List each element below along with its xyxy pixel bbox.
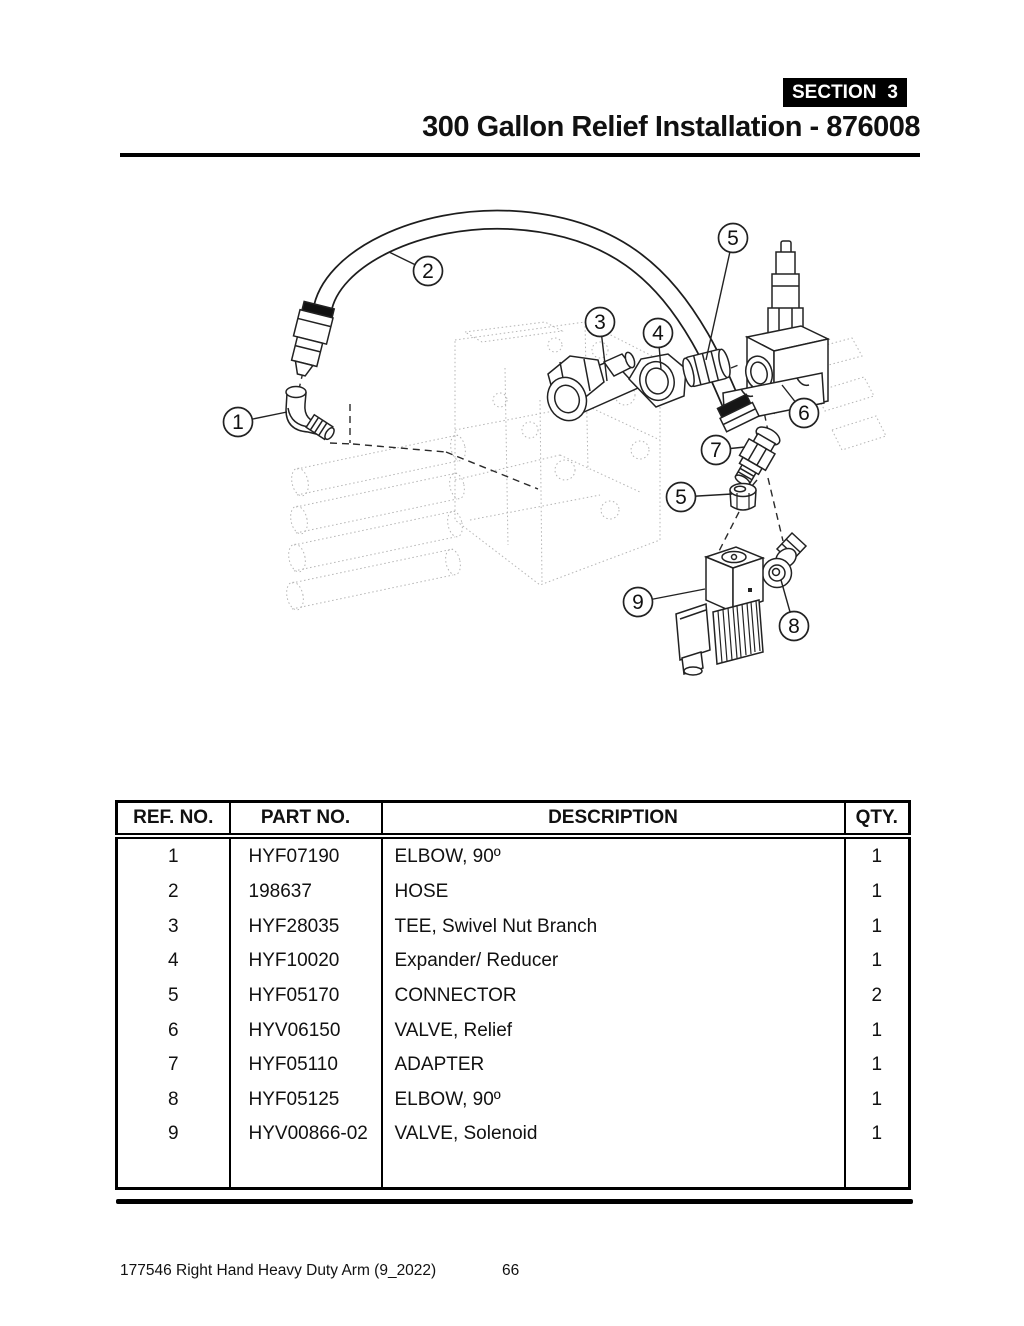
table-cell: 1	[843, 944, 910, 979]
footer-page-number: 66	[502, 1262, 520, 1279]
table-cell: 5	[167, 985, 179, 1006]
table-cell: 8	[167, 1088, 179, 1110]
table-cell: HYF28035	[228, 909, 382, 945]
callout-2: 2	[388, 251, 444, 287]
svg-text:5: 5	[675, 486, 687, 509]
table-cell: 1	[843, 1013, 910, 1048]
footer-document-id: 177546 Right Hand Heavy Duty Arm (9_2022…	[120, 1262, 437, 1279]
header-part-no: PART NO.	[228, 801, 382, 839]
footer-rule	[116, 1199, 913, 1204]
table-header-row: REF. NO. PART NO. DESCRIPTION QTY.	[116, 801, 910, 839]
table-cell: Expander/ Reducer	[380, 944, 845, 979]
hose-fitting-left-drawing	[290, 300, 336, 377]
header-ref-no: REF. NO.	[116, 801, 230, 839]
svg-text:8: 8	[788, 615, 800, 638]
table-cell: ELBOW, 90º	[380, 1082, 845, 1118]
table-cell: 6	[167, 1019, 179, 1041]
table-cell: VALVE, Solenoid	[380, 1117, 845, 1152]
section-badge-label: SECTION	[792, 81, 877, 103]
svg-text:7: 7	[710, 439, 722, 462]
callouts: 1 2 3 4 5 6 7 5 9 8	[222, 222, 820, 642]
header-rule	[120, 153, 920, 157]
table-cell: 1	[843, 909, 910, 945]
table-cell: 1	[843, 1082, 910, 1118]
relief-valve-drawing	[722, 240, 831, 424]
table-cell: ELBOW, 90º	[380, 836, 845, 875]
adapter-drawing	[734, 426, 781, 486]
svg-text:5: 5	[727, 227, 739, 250]
table-filler-row	[117, 1151, 910, 1189]
table-cell: 4	[167, 950, 179, 972]
header-description: DESCRIPTION	[380, 801, 845, 839]
callout-5: 5	[705, 222, 749, 361]
hose-fitting-right-drawing	[716, 393, 761, 433]
callout-1: 1	[222, 406, 288, 438]
table-cell: 2	[843, 978, 910, 1014]
table-cell	[843, 1151, 910, 1189]
table-cell: HYV00866-02	[228, 1117, 382, 1152]
connector-drawing	[682, 348, 731, 388]
section-badge: SECTION 3	[783, 78, 907, 107]
callout-9: 9	[622, 586, 706, 618]
table-cell: TEE, Swivel Nut Branch	[380, 909, 845, 945]
elbow8-drawing	[761, 531, 808, 589]
page-title: 300 Gallon Relief Installation - 876008	[422, 111, 920, 143]
callout-7: 7	[700, 434, 746, 466]
table-cell: HYF10020	[228, 944, 382, 979]
callout-8: 8	[778, 579, 810, 642]
table-cell: 198637	[228, 874, 382, 910]
callout-5: 5	[665, 481, 733, 513]
svg-text:1: 1	[232, 411, 244, 434]
table-cell: HYF05125	[228, 1082, 382, 1118]
solenoid-valve-drawing	[675, 546, 766, 676]
table-cell: 1	[843, 1047, 910, 1083]
table-cell: HYF07190	[228, 836, 382, 875]
table-cell	[117, 1152, 230, 1189]
svg-text:9: 9	[632, 591, 644, 614]
exploded-parts-diagram: 1 2 3 4 5 6 7 5 9 8	[222, 209, 887, 676]
svg-text:6: 6	[798, 402, 810, 425]
tee-drawing	[546, 351, 640, 422]
table-cell: HYV06150	[228, 1013, 382, 1048]
table-cell: 1	[843, 836, 910, 875]
table-cell: HYF05170	[228, 978, 382, 1014]
table-cell: 7	[167, 1054, 179, 1076]
table-cell: ADAPTER	[380, 1047, 845, 1083]
table-cell: 2	[167, 881, 179, 903]
section-badge-number: 3	[887, 81, 898, 103]
header-qty: QTY.	[843, 801, 910, 839]
table-cell: HOSE	[380, 874, 845, 910]
expander-reducer-drawing	[628, 353, 687, 408]
table-cell: 1	[843, 1117, 910, 1152]
svg-text:4: 4	[652, 322, 664, 345]
callout-6: 6	[781, 384, 820, 429]
table-cell: CONNECTOR	[380, 978, 845, 1014]
callout-4: 4	[642, 317, 674, 370]
table-cell	[380, 1151, 845, 1189]
table-cell	[228, 1151, 382, 1189]
table-cell: 3	[167, 915, 179, 937]
svg-text:3: 3	[594, 311, 606, 334]
callout-3: 3	[584, 306, 616, 382]
table-cell: 1	[843, 874, 910, 910]
table-cell: VALVE, Relief	[380, 1013, 845, 1048]
table-cell: 1	[167, 845, 179, 867]
elbow1-drawing	[285, 385, 335, 441]
table-cell: 9	[167, 1123, 179, 1145]
table-cell: HYF05110	[228, 1047, 382, 1083]
nut-drawing	[729, 482, 757, 511]
svg-text:2: 2	[422, 260, 434, 283]
